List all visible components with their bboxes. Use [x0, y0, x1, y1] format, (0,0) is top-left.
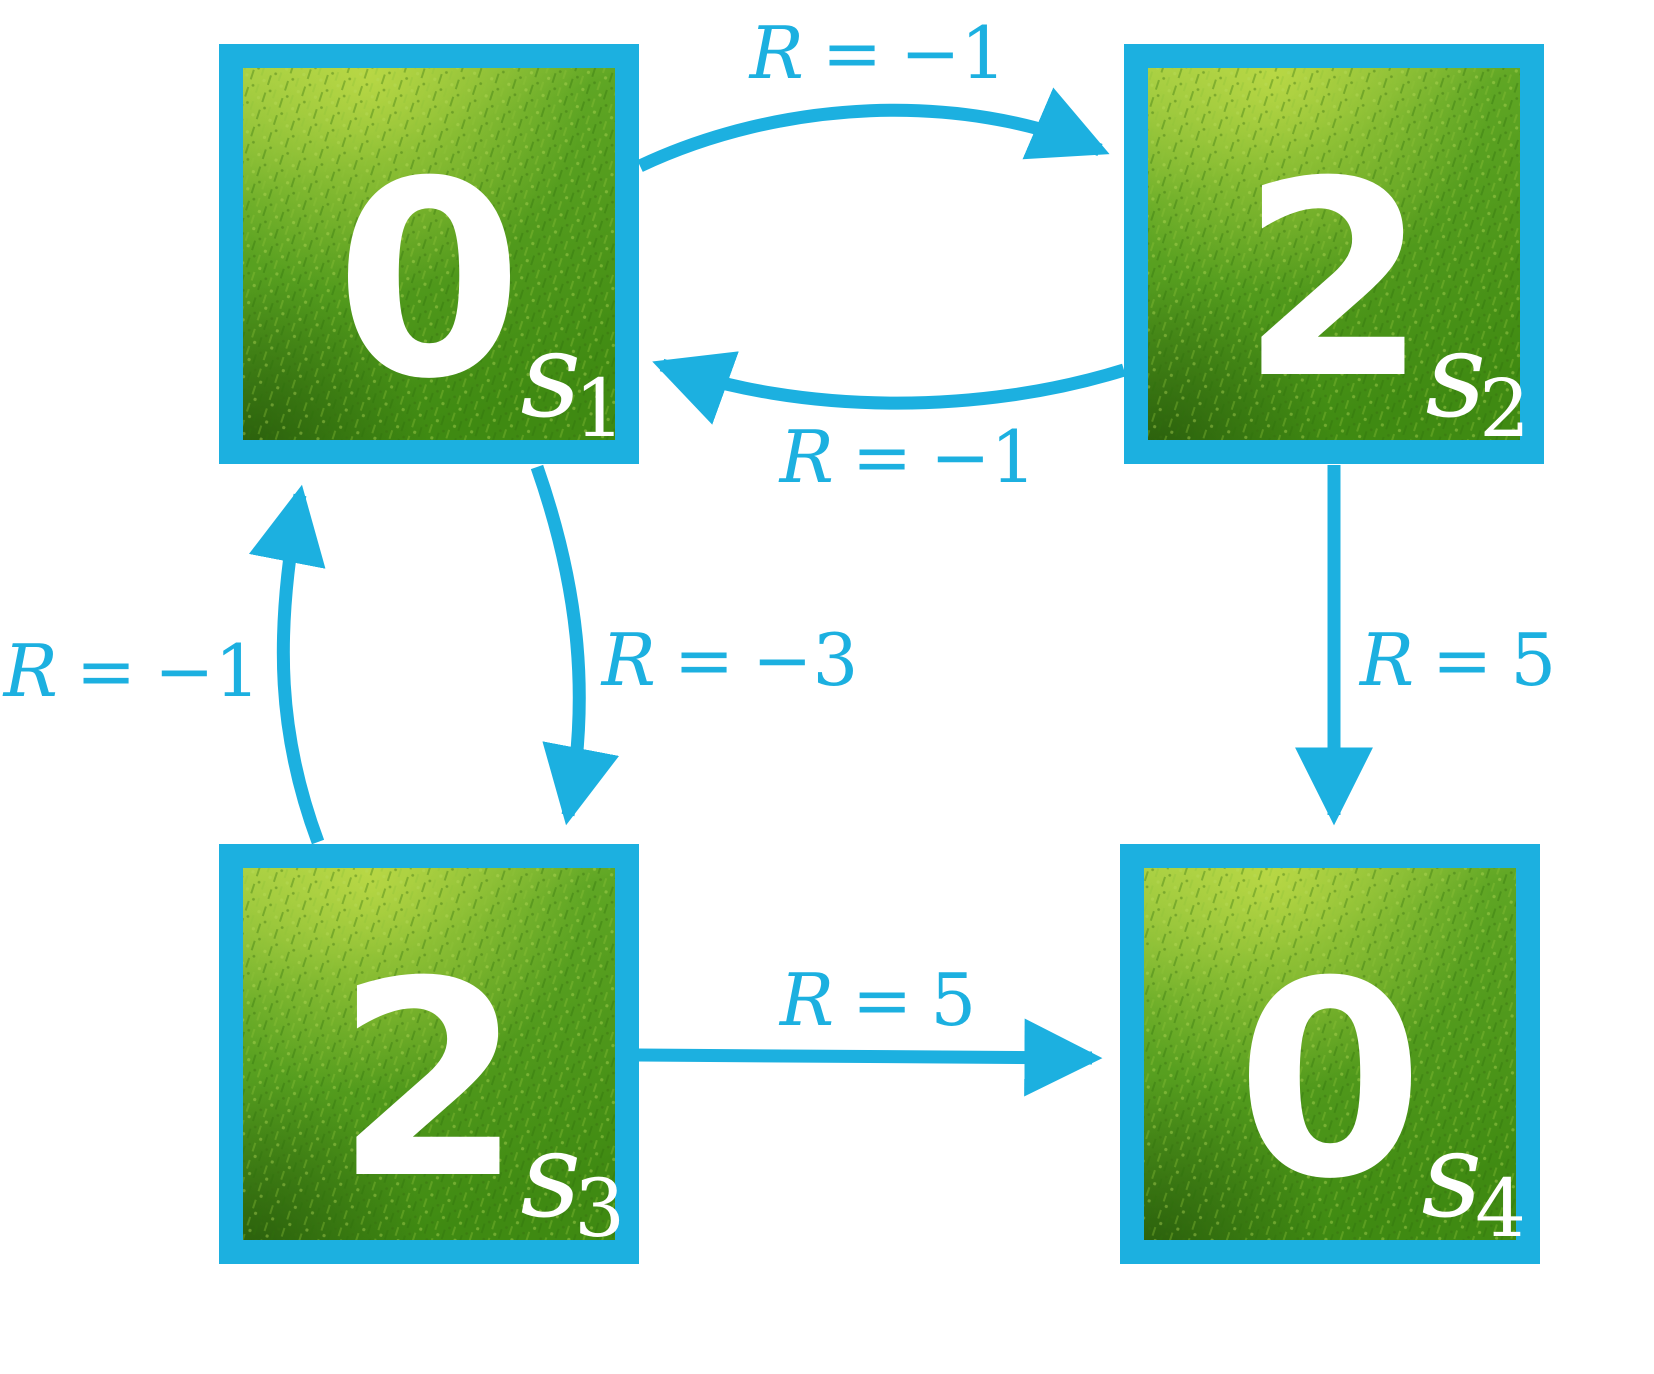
reward-value: −1 — [900, 11, 1006, 95]
state-symbol: s — [520, 306, 581, 444]
state-symbol: s — [520, 1106, 581, 1244]
grass-texture — [229, 54, 629, 454]
state-border — [219, 844, 639, 1264]
state-value: 0 — [1236, 923, 1424, 1238]
reward-value: 5 — [930, 958, 976, 1042]
state-name: s — [1421, 1106, 1482, 1244]
reward-operator: = — [822, 11, 882, 95]
reward-operator: = — [674, 618, 734, 702]
state-tile-s1: 0s1 — [219, 44, 639, 464]
grass-texture — [1134, 54, 1534, 454]
reward-symbol: R — [2, 629, 58, 713]
reward-symbol: R — [1358, 618, 1414, 702]
reward-label-s1-to-s2: R=−1 — [748, 11, 1007, 95]
state-name: s — [520, 1106, 581, 1244]
reward-operator: = — [76, 629, 136, 713]
reward-operator: = — [852, 415, 912, 499]
state-symbol: s — [1425, 306, 1486, 444]
state-subscript: 3 — [574, 1162, 625, 1255]
transition-arrow-s2-to-s1 — [652, 351, 1126, 425]
state-value: 0 — [335, 123, 523, 438]
transition-arrow-s3-to-s4 — [637, 1018, 1103, 1097]
state-border — [1124, 44, 1544, 464]
reward-label-s2-to-s4: R=5 — [1358, 618, 1556, 702]
reward-value: 5 — [1510, 618, 1556, 702]
reward-label-s3-to-s4: R=5 — [778, 958, 976, 1042]
reward-symbol: R — [778, 958, 834, 1042]
state-border — [1120, 844, 1540, 1264]
reward-symbol: R — [778, 415, 834, 499]
reward-label-s3-to-s1: R=−1 — [2, 629, 261, 713]
reward-label-s1-to-s3: R=−3 — [600, 618, 859, 702]
transition-arrow-s1-to-s2 — [637, 87, 1110, 172]
state-value: 2 — [335, 923, 523, 1238]
state-tile-s4: 0s4 — [1120, 844, 1540, 1264]
reward-operator: = — [1432, 618, 1492, 702]
reward-symbol: R — [600, 618, 656, 702]
reward-symbol: R — [748, 11, 804, 95]
reward-value: −3 — [752, 618, 858, 702]
state-tile-s3: 2s3 — [219, 844, 639, 1264]
reward-operator: = — [852, 958, 912, 1042]
state-name: s — [1425, 306, 1486, 444]
state-border — [219, 44, 639, 464]
state-subscript: 2 — [1479, 362, 1530, 455]
reward-value: −1 — [154, 629, 260, 713]
state-value: 2 — [1240, 123, 1428, 438]
state-tile-s2: 2s2 — [1124, 44, 1544, 464]
state-name: s — [520, 306, 581, 444]
state-subscript: 1 — [574, 362, 625, 455]
reward-value: −1 — [930, 415, 1036, 499]
grass-texture — [1130, 854, 1530, 1254]
transition-arrow-s3-to-s1 — [248, 484, 326, 845]
reward-label-s2-to-s1: R=−1 — [778, 415, 1037, 499]
grass-texture — [229, 854, 629, 1254]
state-symbol: s — [1421, 1106, 1482, 1244]
transition-arrow-s1-to-s3 — [530, 464, 619, 826]
state-subscript: 4 — [1475, 1162, 1526, 1255]
